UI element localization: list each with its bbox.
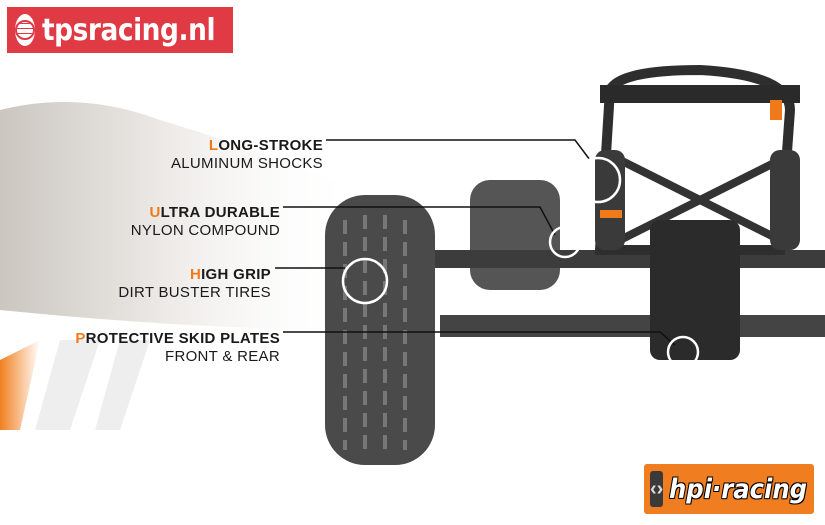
sand-dunes (0, 102, 360, 330)
callout-skid-plates: PROTECTIVE SKID PLATES FRONT & REAR (75, 330, 280, 366)
tpsracing-logo-text: tpsracing.nl (42, 12, 216, 48)
lower-arm (440, 315, 825, 337)
engine-block (650, 220, 740, 360)
callout-subtitle: FRONT & REAR (164, 348, 280, 365)
tire-treads (343, 215, 407, 455)
stripe (35, 340, 100, 430)
callout-title: LTRA DURABLE (160, 204, 280, 221)
shock-right (770, 150, 800, 250)
callout-title: ROTECTIVE SKID PLATES (85, 330, 280, 347)
callout-tires: HIGH GRIP DIRT BUSTER TIRES (118, 266, 271, 302)
highlight-circle (548, 225, 582, 259)
callout-subtitle: DIRT BUSTER TIRES (118, 284, 271, 301)
callout-nylon: ULTRA DURABLE NYLON COMPOUND (131, 204, 280, 240)
callout-title: ONG-STROKE (218, 137, 323, 154)
globe-icon (15, 14, 35, 46)
first-letter: U (149, 204, 161, 221)
highlight-circle (574, 156, 622, 204)
highlight-circle (341, 257, 389, 305)
stripe (95, 340, 150, 430)
callout-line (283, 206, 556, 236)
callout-line (283, 331, 676, 346)
callout-shocks: LONG-STROKE ALUMINUM SHOCKS (171, 137, 323, 173)
callout-title: IGH GRIP (201, 266, 271, 283)
cage-cross (618, 156, 782, 244)
orange-accent (600, 210, 622, 218)
first-letter: H (189, 266, 202, 283)
first-letter: P (75, 330, 86, 347)
orange-stripe (0, 340, 40, 430)
callout-subtitle: NYLON COMPOUND (130, 222, 280, 239)
hpi-logo-text: hpi·racing (669, 473, 808, 505)
callout-subtitle: ALUMINUM SHOCKS (170, 155, 323, 172)
shock-left (595, 150, 625, 250)
front-tire (325, 195, 435, 465)
highlight-circle (666, 335, 700, 369)
hpi-racing-logo[interactable]: ‹› hpi·racing (644, 464, 814, 514)
orange-accent (770, 100, 782, 120)
tpsracing-logo[interactable]: tpsracing.nl (7, 7, 233, 53)
first-letter: L (208, 137, 219, 154)
rear-wing (600, 85, 800, 103)
callout-line (326, 139, 591, 161)
hpi-hex-icon: ‹› (650, 471, 664, 507)
rear-tire (470, 180, 560, 290)
